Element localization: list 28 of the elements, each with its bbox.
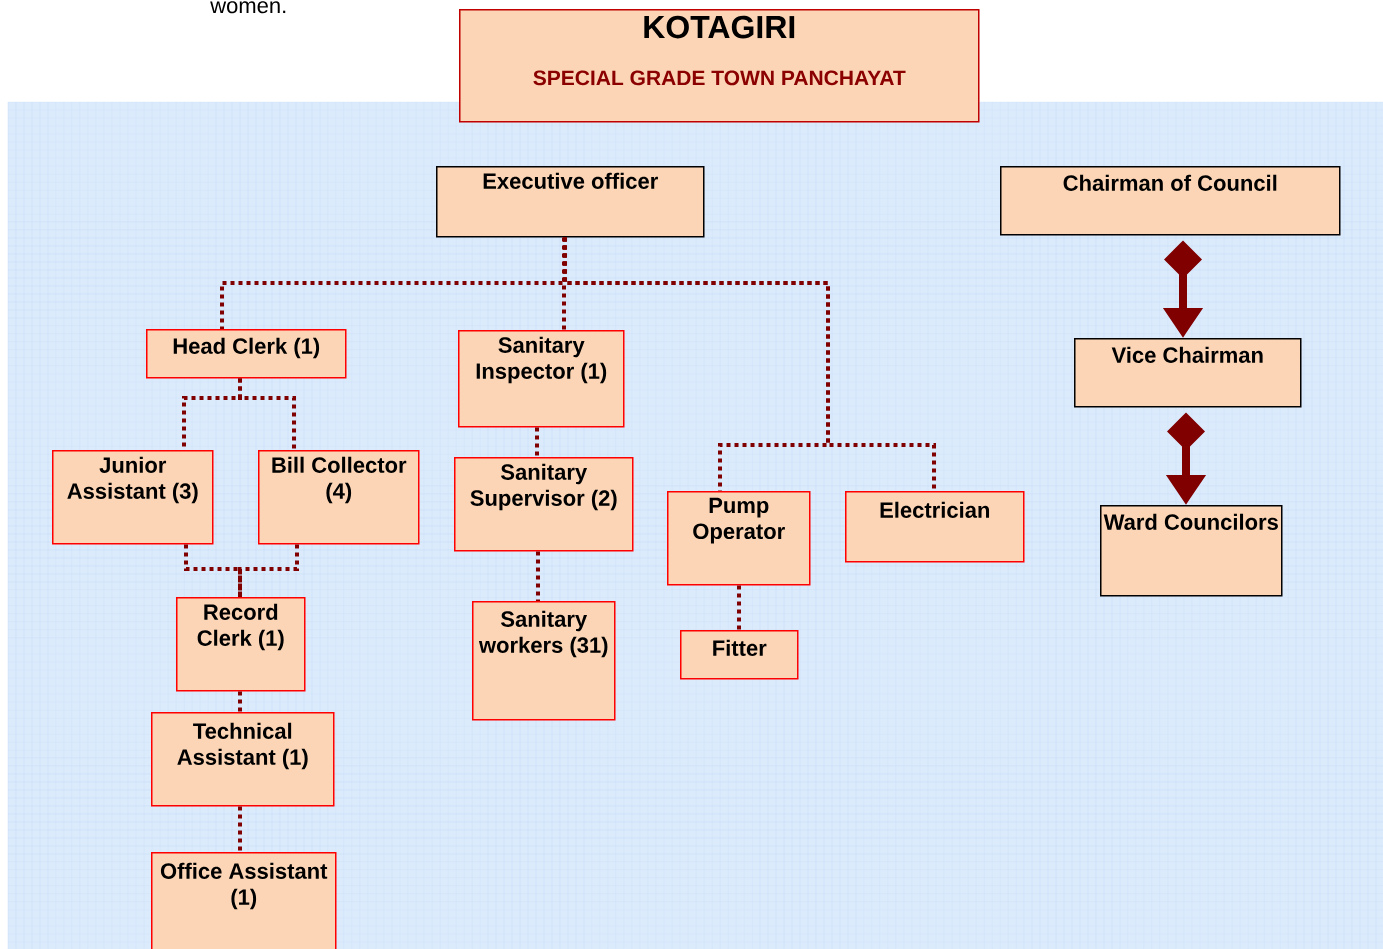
role-box: Pump Operator [667, 491, 811, 586]
role-box: Junior Assistant (3) [52, 450, 214, 545]
connector-line [737, 585, 741, 630]
role-box: Technical Assistant (1) [151, 712, 335, 807]
role-box: Fitter [680, 630, 799, 680]
connector-line [184, 544, 242, 597]
title-box: KOTAGIRI SPECIAL GRADE TOWN PANCHAYAT [459, 9, 980, 123]
role-box: Chairman of Council [1000, 166, 1341, 236]
connector-line [238, 544, 299, 597]
role-box: Sanitary workers (31) [472, 601, 616, 721]
connector-line [563, 237, 936, 491]
role-box: Office Assistant (1) [151, 852, 337, 949]
role-box: Sanitary Supervisor (2) [454, 457, 634, 552]
text: women. [210, 1, 286, 14]
role-box: Record Clerk (1) [176, 597, 306, 692]
role-box: Sanitary Inspector (1) [458, 330, 625, 428]
connector-line [536, 551, 540, 601]
role-box: Vice Chairman [1074, 338, 1302, 408]
connector-line [535, 427, 539, 457]
role-box: Electrician [845, 491, 1025, 563]
connector-line [562, 237, 566, 330]
role-box: Executive officer [436, 166, 705, 238]
connector-line [238, 806, 242, 852]
connector-line [238, 378, 296, 450]
role-box: Ward Councilors [1100, 505, 1283, 597]
role-box: Bill Collector (4) [258, 450, 420, 545]
role-box: Head Clerk (1) [146, 329, 347, 379]
connector-line [238, 691, 242, 712]
